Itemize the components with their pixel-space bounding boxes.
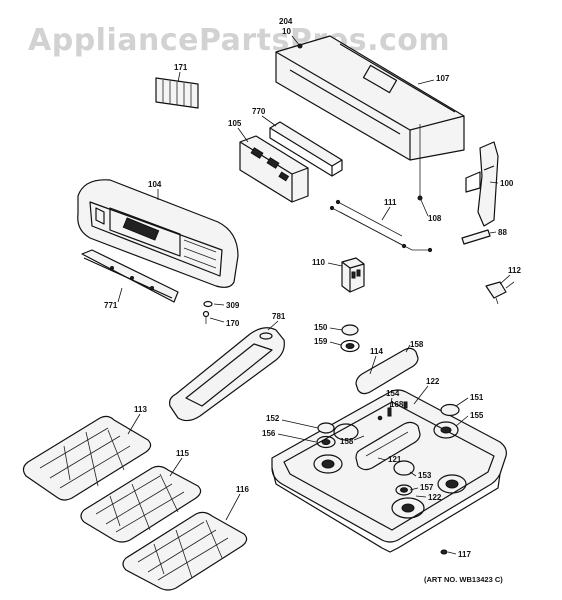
- part-grommet-309: [203, 300, 213, 308]
- callout-154: 154: [386, 389, 400, 398]
- callout-204: 204: [279, 17, 293, 26]
- part-control-panel: [77, 179, 239, 288]
- callout-771: 771: [104, 301, 118, 310]
- callout-105: 105: [228, 119, 242, 128]
- callout-156: 156: [262, 429, 276, 438]
- art-number: (ART NO. WB13423 C): [424, 575, 503, 584]
- part-trim-strip: [81, 249, 179, 303]
- callout-150: 150: [314, 323, 328, 332]
- callout-111: 111: [384, 198, 397, 207]
- part-control-board: [239, 135, 309, 203]
- callout-112: 112: [508, 266, 521, 275]
- watermark: AppliancePartsPros.com: [28, 23, 450, 58]
- part-burner-head-157: [395, 484, 413, 496]
- callout-117: 117: [458, 550, 471, 559]
- callout-171: 171: [174, 63, 188, 72]
- part-grate-right: [122, 511, 248, 591]
- callout-114: 114: [370, 347, 383, 356]
- callout-100: 100: [500, 179, 514, 188]
- callout-159: 159: [314, 337, 328, 346]
- callout-88: 88: [498, 228, 507, 237]
- callout-110: 110: [312, 258, 325, 267]
- part-burner-head-159: [340, 339, 360, 353]
- callout-170: 170: [226, 319, 240, 328]
- callout-309: 309: [226, 301, 240, 310]
- callout-168: 168: [390, 400, 404, 409]
- callout-152: 152: [266, 414, 280, 423]
- part-screw-117: [440, 549, 448, 555]
- part-bracket: [269, 121, 343, 177]
- part-burner-cap-151: [440, 403, 460, 417]
- callout-115: 115: [176, 449, 189, 458]
- callout-781: 781: [272, 312, 286, 321]
- callout-157: 157: [420, 483, 434, 492]
- callout-116: 116: [236, 485, 249, 494]
- part-grate-center: [80, 465, 202, 543]
- part-burner-cap-152: [316, 422, 336, 449]
- callout-770: 770: [252, 107, 266, 116]
- part-screw-170: [202, 310, 210, 324]
- callout-153: 153: [418, 471, 432, 480]
- callout-121: 121: [388, 455, 402, 464]
- part-burner-cap-150: [341, 324, 359, 336]
- callout-122-upper: 122: [426, 377, 440, 386]
- callout-10: 10: [282, 27, 291, 36]
- part-griddle-burner: [355, 347, 419, 395]
- part-wire-harness: [329, 199, 433, 253]
- part-vent-grille: [155, 77, 199, 109]
- callout-113: 113: [134, 405, 147, 414]
- callout-158-side: 158: [340, 437, 354, 446]
- callout-107: 107: [436, 74, 450, 83]
- callout-158-top: 158: [410, 340, 424, 349]
- part-side-trim: [465, 141, 499, 227]
- part-clip-88: [461, 229, 491, 245]
- part-connector-112: [485, 281, 515, 305]
- part-terminal-block: [341, 257, 365, 293]
- part-screw-108: [417, 124, 423, 201]
- part-griddle: [169, 327, 285, 422]
- part-grate-left: [22, 415, 152, 501]
- callout-151: 151: [470, 393, 484, 402]
- callout-155: 155: [470, 411, 484, 420]
- callout-104: 104: [148, 180, 162, 189]
- callout-108: 108: [428, 214, 442, 223]
- callout-122-lower: 122: [428, 493, 442, 502]
